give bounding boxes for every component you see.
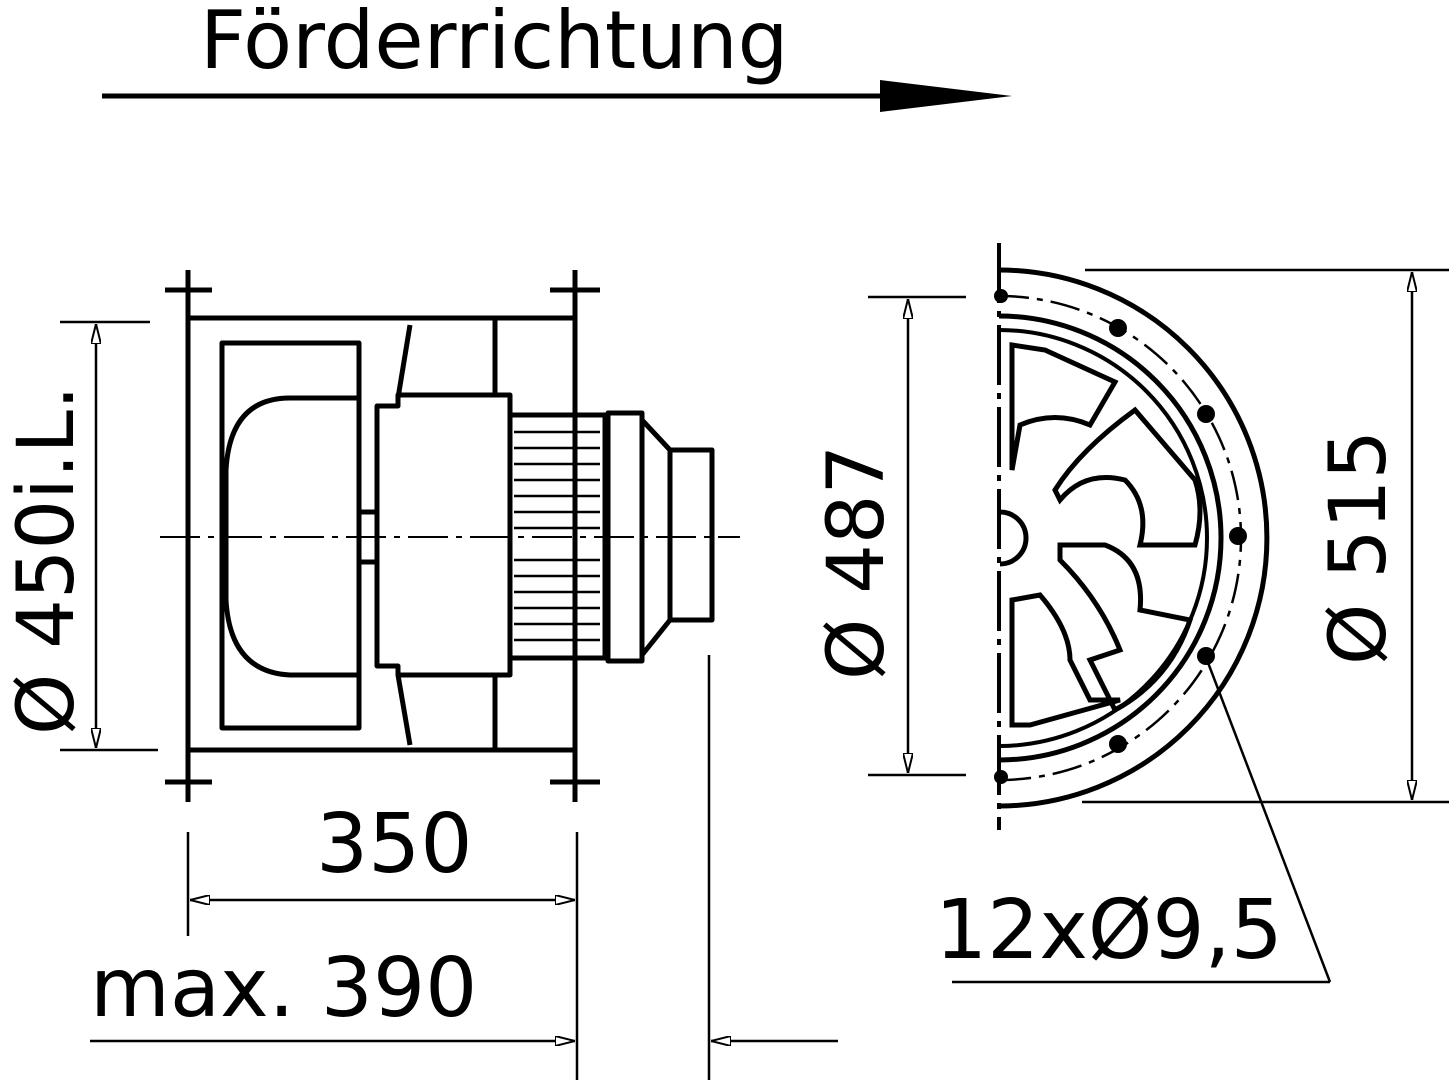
impeller-box [219, 340, 362, 731]
fan-side-view [165, 270, 715, 802]
fan-front-view [997, 243, 1270, 830]
flow-direction-arrowhead-icon [880, 80, 1012, 112]
dim-inner-diameter [60, 320, 158, 752]
blade-4 [1009, 592, 1121, 728]
blade-3 [1057, 542, 1194, 714]
outer-diameter-label: Ø 515 [1314, 430, 1404, 665]
dim-flange-length [186, 832, 579, 1080]
outer-flange-edge [998, 267, 1270, 809]
hub-dome [223, 395, 359, 678]
duct-inner-edge [998, 313, 1224, 763]
motor-body [374, 392, 513, 678]
holes-leader [952, 659, 1332, 984]
inner-diameter-label: Ø 450i.L. [2, 385, 92, 735]
bolt-holes [994, 289, 1247, 784]
dim-bolt-circle [868, 295, 966, 777]
dim-max-length [90, 655, 838, 1080]
max-length-label: max. 390 [90, 941, 477, 1036]
hub-circle [999, 509, 1029, 567]
flange-length-label: 350 [316, 797, 473, 892]
blade-1 [1009, 342, 1119, 471]
dim-outer-diameter [1082, 268, 1449, 804]
flow-direction: Förderrichtung [102, 0, 1012, 112]
fin-lines [514, 430, 600, 642]
terminal-box [667, 447, 715, 623]
flow-direction-label: Förderrichtung [200, 0, 788, 87]
bolt-circle-label: Ø 487 [812, 445, 902, 680]
holes-label: 12xØ9,5 [935, 883, 1283, 978]
blade-2 [1052, 406, 1203, 548]
